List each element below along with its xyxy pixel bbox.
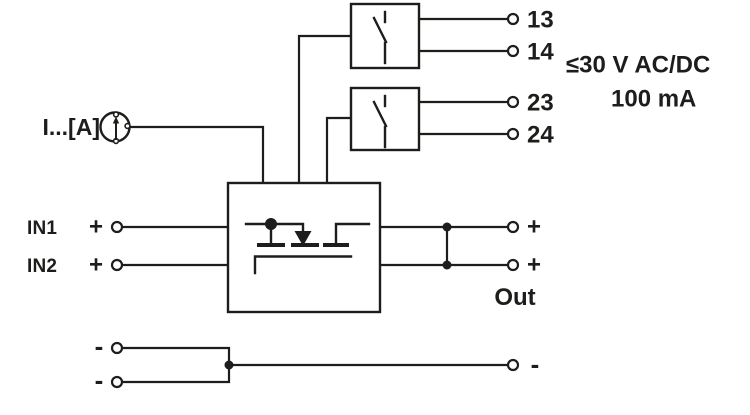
- wire-dial-to-block: [128, 125, 265, 185]
- current-setting-label: I...[A]: [43, 114, 101, 140]
- wires: [120, 17, 510, 384]
- current-setting-dial: I...[A]: [43, 111, 131, 145]
- electronic-switch-block: [226, 181, 382, 314]
- wire-negative-rail: [120, 346, 510, 384]
- wire-block-to-contact2: [325, 116, 353, 185]
- out-plus-sign-2: +: [527, 252, 541, 279]
- relay-contact-2: [349, 86, 421, 152]
- negative-terminals: - - -: [95, 331, 540, 395]
- switch-block-box: [226, 181, 382, 314]
- terminal-13-label: 13: [527, 7, 554, 34]
- junction-dots: [224, 222, 452, 370]
- minus-sign-in1: -: [95, 331, 104, 361]
- relay-contact-1: [349, 2, 421, 70]
- dial-mark-icon: [124, 122, 131, 130]
- terminal-in2: [110, 258, 124, 272]
- in2-label: IN2: [27, 256, 57, 277]
- in1-plus-sign: +: [89, 214, 103, 241]
- switch-contact-icon: [372, 10, 388, 65]
- terminal-out-plus-1: [506, 220, 520, 234]
- rating-current-label: 100 mA: [611, 86, 696, 113]
- terminal-24: [506, 127, 520, 141]
- dial-pointer-head-icon: [112, 116, 120, 124]
- terminal-14: [506, 44, 520, 58]
- junction-dot: [442, 260, 452, 270]
- terminal-minus-2: [110, 375, 124, 389]
- out-label: Out: [494, 284, 535, 311]
- relay-terminals: 13 14 23 24 ≤30 V AC/DC 100 mA: [506, 7, 710, 149]
- terminal-23-label: 23: [527, 90, 554, 117]
- terminal-13: [506, 12, 520, 26]
- minus-sign-in2: -: [95, 365, 104, 395]
- terminal-14-label: 14: [527, 39, 554, 66]
- terminal-in1: [110, 220, 124, 234]
- in1-label: IN1: [27, 218, 57, 239]
- terminal-out-plus-2: [506, 258, 520, 272]
- out-plus-sign-1: +: [527, 214, 541, 241]
- junction-dot: [442, 222, 452, 232]
- wire-block-to-contact1: [297, 34, 353, 185]
- terminal-23: [506, 95, 520, 109]
- terminal-minus-1: [110, 341, 124, 355]
- mosfet-symbol-icon: [244, 218, 371, 275]
- terminal-24-label: 24: [527, 122, 554, 149]
- input-terminals: IN1 IN2 + +: [27, 214, 124, 279]
- output-terminals: + + Out: [494, 214, 541, 312]
- terminal-out-minus: [506, 358, 520, 372]
- out-minus-sign: -: [531, 349, 540, 379]
- rating-voltage-label: ≤30 V AC/DC: [566, 52, 710, 79]
- in2-plus-sign: +: [89, 252, 103, 279]
- dial-mark-icon: [112, 111, 120, 118]
- junction-dot: [224, 360, 234, 370]
- switch-contact-icon: [372, 94, 388, 149]
